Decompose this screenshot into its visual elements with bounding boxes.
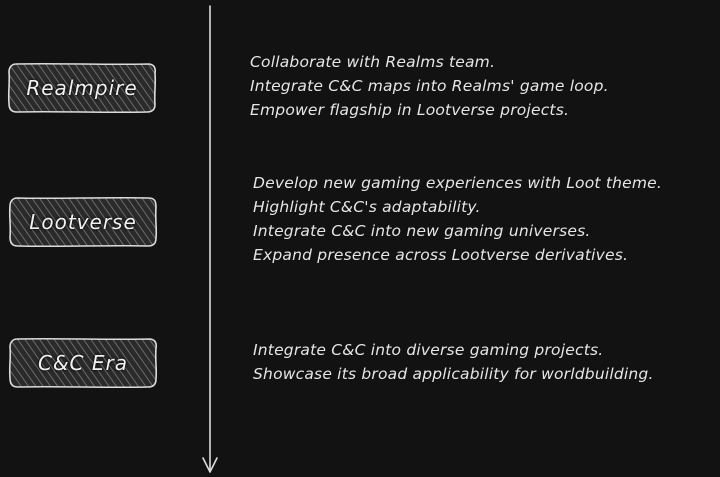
stage-label: Lootverse — [29, 210, 137, 234]
description-line: Empower flagship in Lootverse projects. — [250, 101, 570, 119]
stage-description-lootverse: Develop new gaming experiences with Loot… — [253, 171, 662, 267]
stage-description-realmpire: Collaborate with Realms team. Integrate … — [250, 50, 609, 122]
stage-box-realmpire: Realmpire — [7, 62, 157, 114]
timeline-arrowhead — [202, 457, 218, 473]
description-line: Expand presence across Lootverse derivat… — [253, 246, 629, 264]
stage-box-shape — [8, 196, 158, 248]
stage-box-lootverse: Lootverse — [8, 196, 158, 248]
stage-label: C&C Era — [38, 351, 128, 375]
description-line: Integrate C&C into diverse gaming projec… — [253, 341, 604, 359]
description-line: Integrate C&C maps into Realms' game loo… — [250, 77, 609, 95]
stage-box-cc-era: C&C Era — [8, 337, 158, 389]
stage-label: Realmpire — [26, 76, 138, 100]
stage-box-shape — [7, 62, 157, 114]
description-line: Develop new gaming experiences with Loot… — [253, 174, 663, 192]
description-line: Integrate C&C into new gaming universes. — [253, 222, 591, 240]
stage-box-shape — [8, 337, 158, 389]
description-line: Highlight C&C's adaptability. — [253, 198, 481, 216]
description-line: Collaborate with Realms team. — [250, 53, 496, 71]
description-line: Showcase its broad applicability for wor… — [253, 365, 654, 383]
timeline-line — [208, 5, 212, 471]
stage-description-cc-era: Integrate C&C into diverse gaming projec… — [253, 338, 654, 386]
